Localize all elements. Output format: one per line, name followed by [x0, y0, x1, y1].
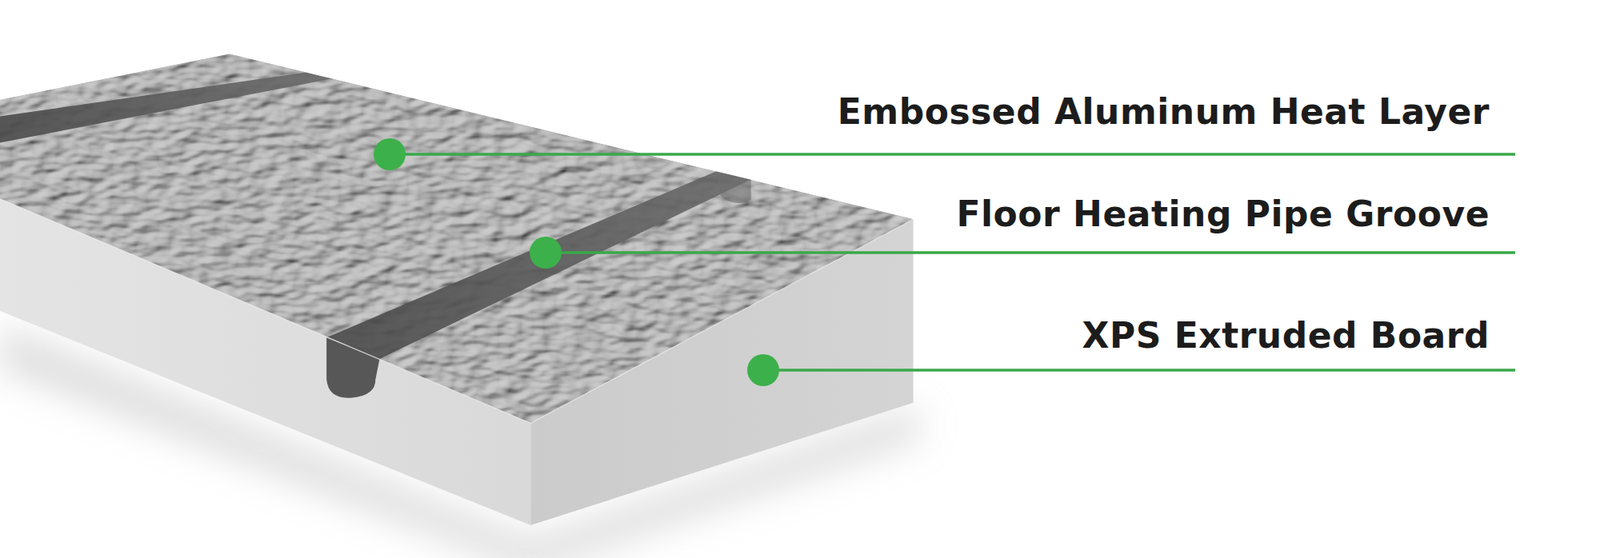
- leader-line: [545, 251, 1516, 255]
- leader-line: [763, 368, 1516, 372]
- groove-notch: [716, 171, 751, 204]
- aluminum-texture: [0, 40, 919, 439]
- part-label: Floor Heating Pipe Groove: [956, 193, 1490, 236]
- callout-dot: [373, 138, 406, 171]
- leader-line: [389, 152, 1516, 156]
- board-edge: [0, 199, 914, 424]
- callout-dot: [747, 354, 780, 387]
- part-label: XPS Extruded Board: [1082, 315, 1490, 358]
- part-label: Embossed Aluminum Heat Layer: [837, 91, 1490, 134]
- pipe-groove: [0, 72, 333, 144]
- leaders: [373, 138, 1516, 387]
- callout-dot: [529, 236, 562, 269]
- pipe-groove: [326, 171, 752, 360]
- groove-profile: [326, 337, 380, 398]
- board: [0, 40, 919, 558]
